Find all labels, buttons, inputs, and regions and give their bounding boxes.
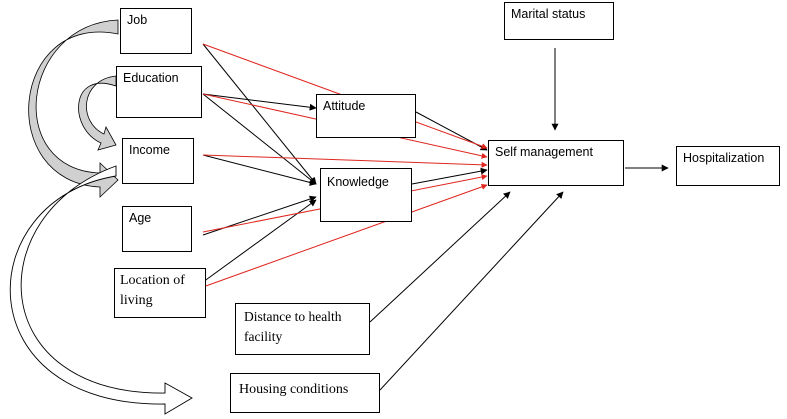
location-of-living-box: Location of living xyxy=(114,268,206,318)
housing-conditions-label: Housing conditions xyxy=(239,382,349,397)
hospitalization-label: Hospitalization xyxy=(683,151,765,165)
marital-status-label: Marital status xyxy=(511,7,586,21)
curved-arrow-education-income xyxy=(78,75,117,151)
job-label: Job xyxy=(127,13,148,27)
curved-arrow-job-income xyxy=(28,19,119,198)
distance-to-health-facility-box: Distance to health facility xyxy=(235,303,370,355)
knowledge-box: Knowledge xyxy=(320,168,412,222)
income-box: Income xyxy=(122,138,194,184)
hospitalization-box: Hospitalization xyxy=(676,146,780,186)
attitude-box: Attitude xyxy=(316,94,416,138)
self-management-label: Self management xyxy=(495,145,593,159)
location-of-living-label: Location of living xyxy=(120,273,185,309)
black-arrows xyxy=(202,43,669,391)
curved-arrow-income-housing xyxy=(9,165,193,415)
age-box: Age xyxy=(122,206,192,252)
attitude-label: Attitude xyxy=(323,99,366,113)
job-box: Job xyxy=(120,8,192,54)
distance-to-health-facility-label: Distance to health facility xyxy=(244,309,342,344)
knowledge-label: Knowledge xyxy=(327,175,389,189)
income-label: Income xyxy=(129,143,170,157)
marital-status-box: Marital status xyxy=(504,2,614,40)
education-label: Education xyxy=(123,71,179,85)
education-box: Education xyxy=(116,66,202,118)
housing-conditions-box: Housing conditions xyxy=(230,373,380,413)
self-management-box: Self management xyxy=(488,140,624,186)
age-label: Age xyxy=(129,211,152,225)
